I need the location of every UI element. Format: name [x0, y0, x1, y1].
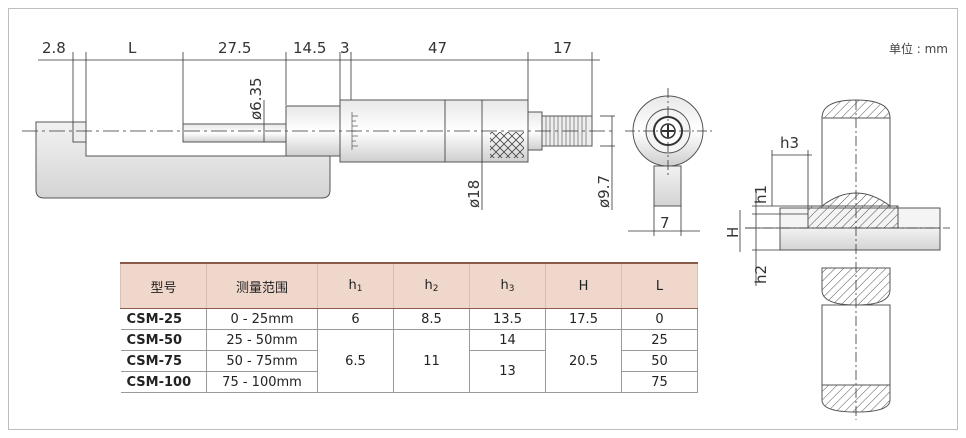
- cell-L: 25: [621, 329, 698, 351]
- end-view: [625, 88, 712, 236]
- dim-27-5: 27.5: [218, 39, 251, 57]
- spindle: [182, 123, 287, 143]
- dim-2-8: 2.8: [42, 39, 66, 57]
- dim-side-width: 7: [660, 214, 670, 232]
- cell-range: 75 - 100mm: [206, 371, 318, 393]
- cell-model: CSM-25: [120, 308, 207, 330]
- col-range: 测量范围: [206, 262, 318, 309]
- table-row: CSM-100 75 - 100mm 75: [120, 371, 698, 393]
- cell-range: 25 - 50mm: [206, 329, 318, 351]
- cell-h1: 6.5: [317, 329, 394, 393]
- unit-label: 单位 : mm: [888, 42, 948, 56]
- cell-h2: 11: [393, 329, 470, 393]
- anvil: [72, 121, 87, 143]
- dim-spindle-dia: ø6.35: [247, 77, 265, 120]
- label-h1: h1: [752, 185, 770, 204]
- micrometer-side-view: [22, 99, 612, 199]
- cell-h2: 8.5: [393, 308, 470, 330]
- col-h2: h2: [393, 262, 470, 309]
- cell-model: CSM-50: [120, 329, 207, 351]
- top-dimension-line: [38, 52, 600, 135]
- cell-h3: 13: [469, 350, 546, 393]
- cell-h3: 14: [469, 329, 546, 351]
- table-row: CSM-50 25 - 50mm 6.5 11 14 20.5 25: [120, 329, 698, 393]
- top-dimension-values: 2.8 L 27.5 14.5 3 47 17: [42, 39, 572, 57]
- dim-sleeve-dia: ø18: [465, 180, 483, 208]
- col-h3: h3: [469, 262, 546, 309]
- table-row: CSM-75 50 - 75mm 13 50: [120, 350, 698, 393]
- label-H: H: [724, 227, 742, 238]
- table-row: CSM-25 0 - 25mm 6 8.5 13.5 17.5 0: [120, 308, 698, 330]
- col-H: H: [545, 262, 622, 309]
- cell-model: CSM-100: [120, 371, 207, 393]
- dim-17: 17: [553, 39, 572, 57]
- table-header-row: 型号 测量范围 h1 h2 h3 H L: [120, 262, 698, 309]
- cell-L: 50: [621, 350, 698, 372]
- col-h1: h1: [317, 262, 394, 309]
- diameter-annotations: [263, 100, 615, 210]
- col-L: L: [621, 262, 698, 309]
- label-h3: h3: [780, 134, 799, 152]
- cell-range: 50 - 75mm: [206, 350, 318, 372]
- section-detail: [739, 99, 950, 420]
- spec-table: 型号 测量范围 h1 h2 h3 H L CSM-25 0 - 25mm 6 8…: [120, 262, 698, 393]
- cell-L: 0: [621, 308, 698, 330]
- dim-47: 47: [428, 39, 447, 57]
- cell-L: 75: [621, 371, 698, 393]
- dim-thimble-dia: ø9.7: [595, 175, 613, 208]
- dim-L: L: [128, 39, 137, 57]
- thimble-knurl: [490, 132, 524, 158]
- cell-H: 17.5: [545, 308, 622, 330]
- cell-h1: 6: [317, 308, 394, 330]
- dim-14-5: 14.5: [293, 39, 326, 57]
- cell-h3: 13.5: [469, 308, 546, 330]
- dim-3: 3: [340, 39, 350, 57]
- cell-H: 20.5: [545, 329, 622, 393]
- label-h2: h2: [752, 265, 770, 284]
- cell-range: 0 - 25mm: [206, 308, 318, 330]
- cell-model: CSM-75: [120, 350, 207, 372]
- c-frame: [35, 121, 331, 199]
- col-model: 型号: [120, 262, 207, 309]
